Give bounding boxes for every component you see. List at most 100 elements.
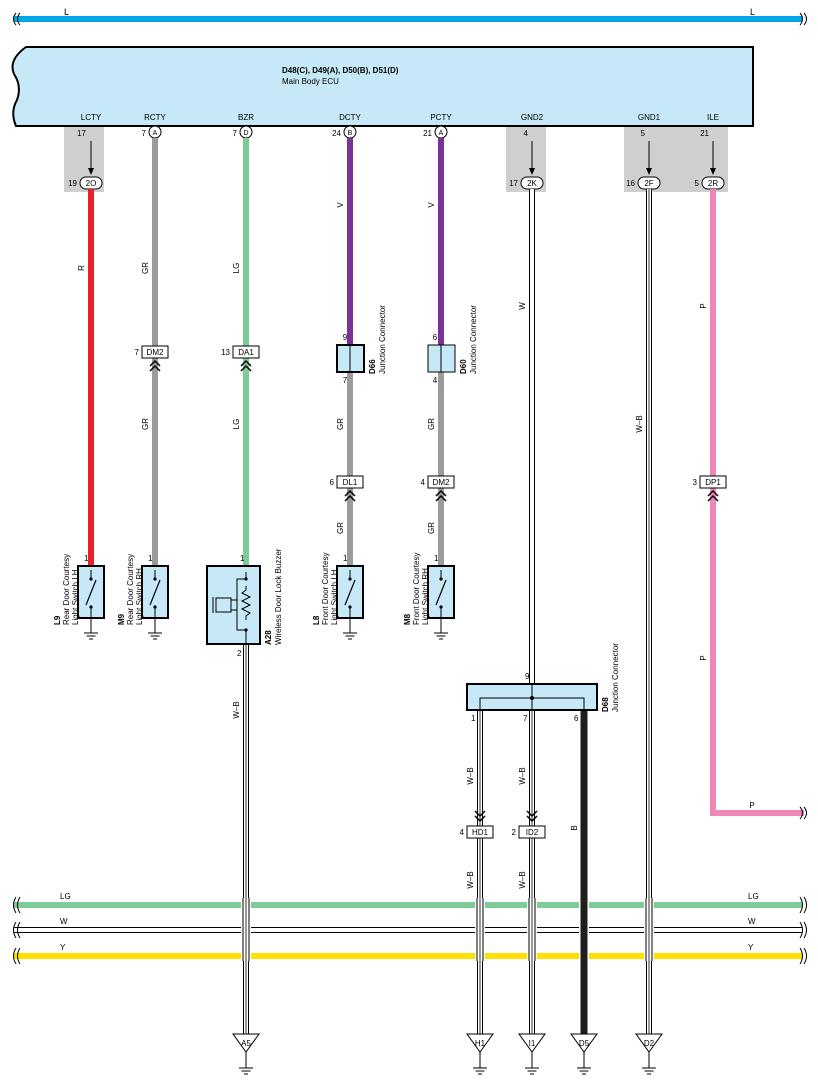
pin-name-pcty: PCTY <box>430 113 452 122</box>
bus-lg: LG LG <box>14 892 802 908</box>
inline-conn-dl1: DL1 <box>343 478 358 487</box>
switch-l9: 1 <box>77 554 105 640</box>
d60-pin-bot: 4 <box>433 376 438 385</box>
block-pin-5: 5 <box>695 179 700 188</box>
pin-name-gnd1: GND1 <box>638 113 661 122</box>
label-gr-5: GR <box>427 418 436 430</box>
label-b: B <box>570 825 579 830</box>
bus-l-label-left: L <box>64 7 69 17</box>
ground-a5-label: A5 <box>241 1039 251 1048</box>
d68-pin-6: 6 <box>574 714 579 723</box>
junction-d66: 9 7 D66 Junction Connector <box>336 305 387 385</box>
buzzer-a28: 1 2 A28 Wireless Door Lock Buzzer <box>206 548 283 658</box>
bus-l: L L <box>13 7 807 26</box>
ground-d5: D5 <box>570 1033 598 1075</box>
m9-code: M9 <box>117 613 126 625</box>
junction-d60: 6 4 D60 Junction Connector <box>427 305 478 385</box>
d60-pin-top: 6 <box>433 333 438 342</box>
block-pin-19: 19 <box>68 179 77 188</box>
bus-l-label-right: L <box>750 7 755 17</box>
pin-num-dcty: 24 <box>332 129 341 138</box>
ground-i1: I1 <box>518 1033 546 1075</box>
bus-w: W W <box>14 917 802 933</box>
bus-w-label-left: W <box>60 917 68 926</box>
label-gr-1: GR <box>141 262 150 274</box>
block-conn-2r: 2R <box>708 179 718 188</box>
label-wb-3: W–B <box>466 767 475 784</box>
label-wb-4: W–B <box>518 767 527 784</box>
pin-num-lcty: 17 <box>77 129 86 138</box>
label-p-1: P <box>699 303 708 308</box>
m8-line1: Front Door Courtesy <box>412 553 421 625</box>
inline-pin-da1: 13 <box>221 348 230 357</box>
ground-h1-label: H1 <box>475 1039 486 1048</box>
m9-pin: 1 <box>148 554 153 563</box>
bus-y: Y Y <box>14 943 802 959</box>
d68-code: D68 <box>601 697 610 712</box>
inline-pin-dm2-a: 7 <box>135 348 140 357</box>
pin-num-pcty: 21 <box>423 129 432 138</box>
l8-line2: Light Switch LH <box>330 569 339 625</box>
block-conn-2k: 2K <box>527 179 537 188</box>
l9-code: L9 <box>53 615 62 625</box>
d60-label: Junction Connector <box>469 305 478 374</box>
junction-d68: 9 1 7 6 D68 Junction Connector <box>466 643 620 723</box>
inline-pin-dm2-b: 4 <box>421 478 426 487</box>
pin-num-ile: 21 <box>700 129 709 138</box>
label-lg-2: LG <box>232 419 241 430</box>
l8-line1: Front Door Courtesy <box>321 553 330 625</box>
label-v-2: V <box>427 202 436 208</box>
pin-num-rcty: 7 <box>142 129 147 138</box>
switch-m9: 1 <box>141 554 169 640</box>
a28-pin-bot: 2 <box>237 649 242 658</box>
ground-d2: D2 <box>635 1033 663 1075</box>
ground-i1-label: I1 <box>529 1039 536 1048</box>
l9-line2: Light Switch LH <box>71 569 80 625</box>
pin-num-bzr: 7 <box>233 129 238 138</box>
label-v-1: V <box>336 202 345 208</box>
a28-code: A28 <box>264 630 273 645</box>
bus-lg-label-right: LG <box>748 892 759 901</box>
label-wb-5: W–B <box>466 871 475 888</box>
inline-pin-dl1: 6 <box>330 478 335 487</box>
label-gr-4: GR <box>336 522 345 534</box>
switch-l8: 1 <box>336 554 364 640</box>
label-wb-6: W–B <box>518 871 527 888</box>
inline-conn-hd1: HD1 <box>472 828 489 837</box>
d66-label: Junction Connector <box>378 305 387 374</box>
conn-badge-dcty: B <box>348 130 353 137</box>
conn-badge-rcty: A <box>153 130 158 137</box>
m9-line1: Rear Door Courtesy <box>126 554 135 625</box>
a28-label: Wireless Door Lock Buzzer <box>274 548 283 645</box>
block-conn-2f: 2F <box>644 179 653 188</box>
pin-name-bzr: BZR <box>238 113 254 122</box>
d68-pin-1: 1 <box>471 714 476 723</box>
block-pin-17: 17 <box>509 179 518 188</box>
pin-num-gnd1: 5 <box>641 129 646 138</box>
m8-line2: Light Switch RH <box>421 568 430 625</box>
pin-name-dcty: DCTY <box>339 113 361 122</box>
label-lg-1: LG <box>232 263 241 274</box>
label-w: W <box>518 302 527 310</box>
inline-conn-dm2-a: DM2 <box>147 348 164 357</box>
block-pin-16: 16 <box>626 179 635 188</box>
label-p-3: P <box>749 801 754 810</box>
pin-name-ile: ILE <box>707 113 719 122</box>
conn-badge-pcty: A <box>439 130 444 137</box>
inline-conn-dm2-b: DM2 <box>433 478 450 487</box>
bus-w-label-right: W <box>748 917 756 926</box>
m8-pin: 1 <box>434 554 439 563</box>
label-r: R <box>77 265 86 271</box>
m9-line2: Light Switch RH <box>135 568 144 625</box>
block-conn-2o: 2O <box>86 179 97 188</box>
d60-code: D60 <box>459 359 468 374</box>
m8-code: M8 <box>403 613 412 625</box>
inline-conn-id2: ID2 <box>526 828 539 837</box>
d68-pin-7: 7 <box>523 714 528 723</box>
ground-d5-label: D5 <box>579 1039 590 1048</box>
ecu-subtitle: Main Body ECU <box>282 77 339 86</box>
d68-pin-9: 9 <box>525 672 530 681</box>
pin-num-gnd2: 4 <box>524 129 529 138</box>
bus-y-label-left: Y <box>60 943 66 952</box>
